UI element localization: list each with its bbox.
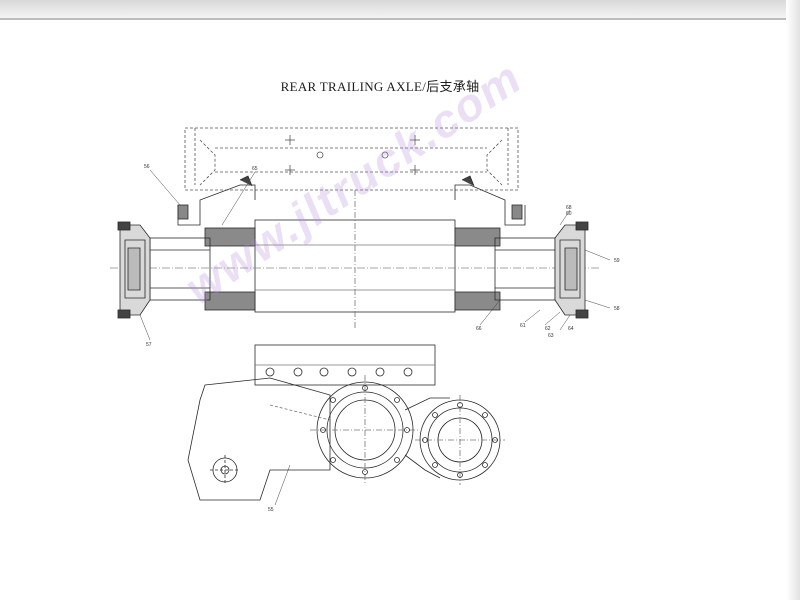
label-64: 64 [568, 326, 574, 332]
left-bushing [149, 227, 256, 311]
bearing-flange-small [415, 395, 505, 485]
part-labels: 56 65 68 60 59 58 66 61 62 63 64 57 55 [144, 164, 620, 513]
flange-connector [404, 397, 450, 479]
frame-outline [184, 127, 519, 191]
axle-shaft [110, 190, 600, 330]
trailing-arm [187, 377, 331, 501]
scan-right-edge [786, 0, 800, 600]
frame-holes [285, 135, 420, 175]
right-bracket [454, 175, 526, 226]
mounting-plate [254, 344, 436, 386]
label-61: 61 [520, 323, 526, 329]
label-58: 58 [614, 306, 620, 312]
right-hub [554, 221, 589, 319]
drawing-title: REAR TRAILING AXLE/后支承轴 [280, 79, 480, 94]
leader-lines [139, 169, 611, 506]
bearing-flange-large [310, 375, 420, 485]
left-bracket [177, 175, 256, 226]
scan-top-edge-line [0, 18, 800, 20]
label-65: 65 [252, 166, 258, 172]
label-63: 63 [548, 333, 554, 339]
left-hub [117, 221, 151, 319]
label-62: 62 [545, 326, 551, 332]
label-60a: 60 [566, 211, 572, 217]
scan-top-edge [0, 0, 800, 18]
label-68: 68 [566, 205, 572, 211]
label-56: 56 [144, 164, 150, 170]
label-55: 55 [268, 507, 274, 513]
label-57: 57 [146, 342, 152, 348]
label-59: 59 [614, 258, 620, 264]
label-66: 66 [476, 326, 482, 332]
right-bushing [454, 227, 556, 311]
